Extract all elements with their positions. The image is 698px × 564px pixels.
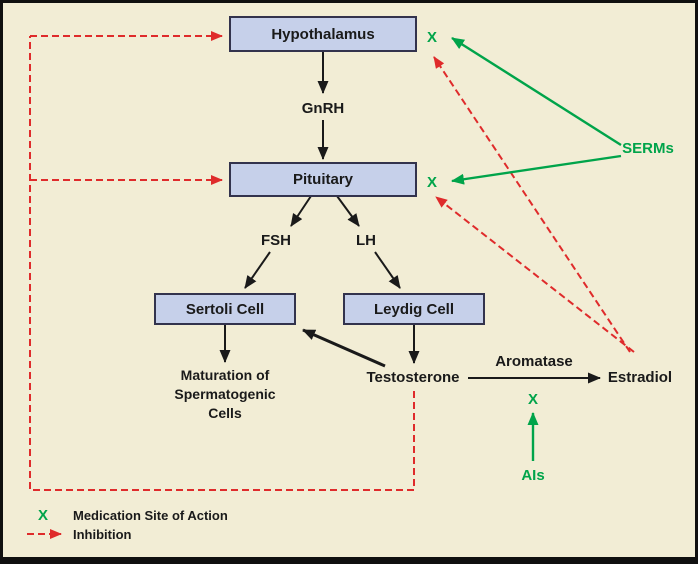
maturation-line3: Cells (208, 405, 242, 421)
inhibition-arrow-estradiol-to-pituitary (435, 196, 635, 353)
diagram-canvas: Hypothalamus Pituitary Sertoli Cell Leyd… (27, 16, 674, 542)
arrow-fsh-to-sertoli (244, 251, 271, 289)
leydig-label: Leydig Cell (374, 301, 454, 318)
serms-arrow-to-pituitary-x (451, 154, 622, 185)
estradiol-label: Estradiol (608, 369, 672, 386)
hypothalamus-label: Hypothalamus (271, 26, 374, 43)
x-mark-aromatase: X (528, 391, 538, 408)
fsh-label: FSH (261, 232, 291, 249)
sertoli-label: Sertoli Cell (186, 301, 264, 318)
node-hypothalamus: Hypothalamus (229, 16, 417, 52)
x-mark-hypothalamus: X (427, 29, 437, 46)
maturation-line2: Spermatogenic (174, 386, 275, 402)
arrow-testosterone-to-sertoli (302, 328, 386, 368)
inhibition-path-testosterone-loop (29, 36, 415, 491)
x-mark-pituitary: X (427, 174, 437, 191)
legend-inhibition-label: Inhibition (73, 527, 132, 542)
pituitary-box (229, 162, 417, 197)
maturation-line1: Maturation of (181, 367, 270, 383)
leydig-box (343, 293, 485, 325)
node-sertoli-cell: Sertoli Cell (154, 293, 296, 325)
sertoli-box (154, 293, 296, 325)
serms-arrow-to-hypothalamus-x (451, 36, 622, 147)
ais-label: AIs (521, 467, 544, 484)
serms-label: SERMs (622, 140, 674, 157)
hypothalamus-box (229, 16, 417, 52)
testosterone-label: Testosterone (366, 369, 459, 386)
legend-medication-site-label: Medication Site of Action (73, 508, 228, 523)
inhibition-arrow-estradiol-to-hypothalamus (433, 56, 631, 353)
node-leydig-cell: Leydig Cell (343, 293, 485, 325)
gnrh-label: GnRH (302, 100, 345, 117)
arrow-pituitary-to-lh (336, 195, 360, 227)
arrow-lh-to-leydig (374, 251, 401, 289)
node-pituitary: Pituitary (229, 162, 417, 197)
lh-label: LH (356, 232, 376, 249)
legend-x-symbol: X (38, 507, 48, 524)
aromatase-label: Aromatase (495, 353, 573, 370)
pituitary-label: Pituitary (293, 171, 354, 188)
arrow-pituitary-to-fsh (290, 195, 312, 227)
legend: X Medication Site of Action Inhibition (27, 507, 228, 542)
